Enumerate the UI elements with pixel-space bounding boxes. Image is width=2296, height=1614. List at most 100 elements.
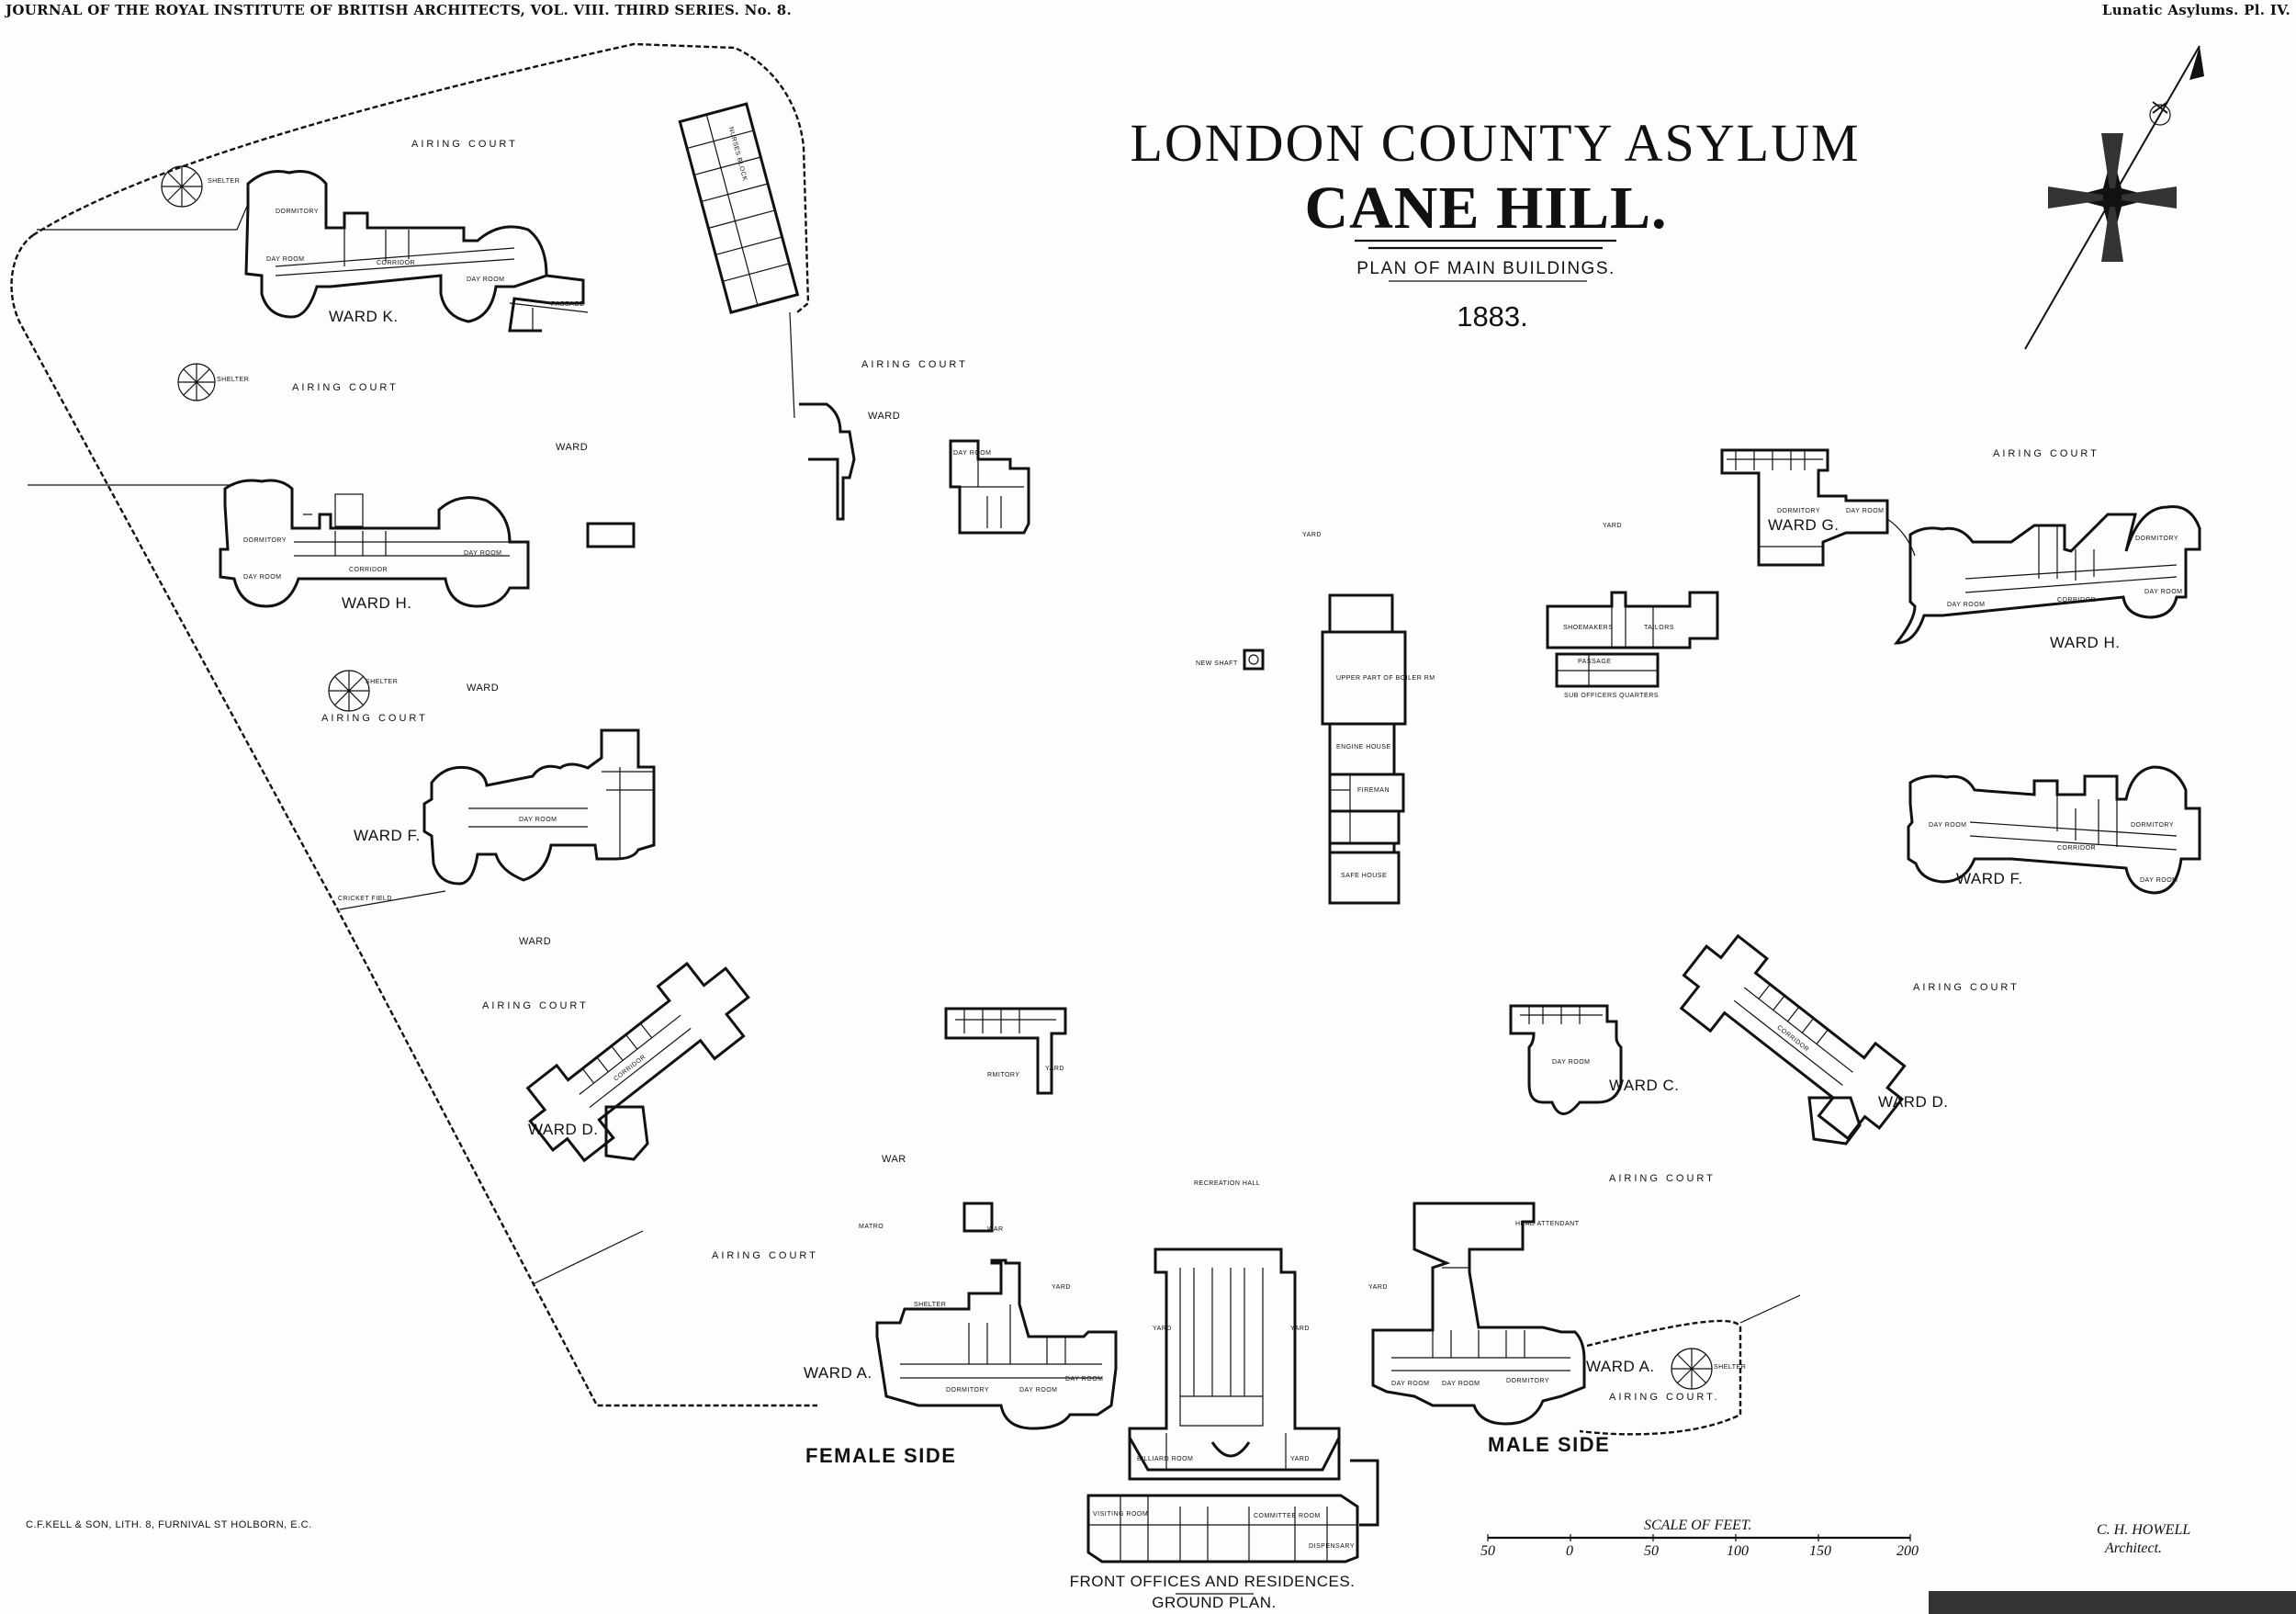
- ward-f-left-label: WARD F.: [354, 827, 421, 844]
- court-label: AIRING COURT: [411, 139, 518, 150]
- room-label: CORRIDOR: [377, 260, 415, 266]
- scale-tick: 200: [1896, 1543, 1919, 1559]
- ward-a-right-label: WARD A.: [1586, 1358, 1655, 1375]
- room-label: RMITORY: [987, 1072, 1020, 1078]
- room-label: CORRIDOR: [2057, 845, 2096, 852]
- ward-d-right-building: CORRIDOR: [1679, 933, 1907, 1141]
- new-shaft-icon: [1243, 649, 1265, 671]
- court-label: AIRING COURT: [712, 1250, 818, 1261]
- room-label: DORMITORY: [243, 537, 287, 544]
- room-label: DORMITORY: [1777, 508, 1820, 514]
- room-label: DORMITORY: [1506, 1378, 1549, 1384]
- room-label: UPPER PART OF BOILER RM: [1336, 675, 1435, 682]
- shelter-label: SHELTER: [366, 679, 398, 685]
- nurses-block-building: NURSES BLOCK: [678, 102, 800, 314]
- ward-fragment-label: WARD: [868, 411, 900, 422]
- room-label: DAY ROOM: [266, 256, 304, 263]
- room-label: DORMITORY: [276, 209, 319, 215]
- court-label: AIRING COURT: [321, 713, 428, 724]
- ward-a-left-label: WARD A.: [804, 1364, 872, 1382]
- court-label: AIRING COURT: [1993, 448, 2099, 459]
- room-label: SAFE HOUSE: [1341, 873, 1387, 879]
- room-label: BILLIARD ROOM: [1137, 1456, 1193, 1462]
- room-label: HEAD ATTENDANT: [1515, 1221, 1580, 1227]
- ward-fragment-label: WAR: [882, 1154, 906, 1165]
- court-label: AIRING COURT: [861, 359, 968, 370]
- court-label: AIRING COURT: [1609, 1173, 1716, 1184]
- room-label: DAY ROOM: [1442, 1381, 1480, 1387]
- ward-h-right-label: WARD H.: [2050, 634, 2121, 651]
- court-label: AIRING COURT: [1913, 982, 2020, 993]
- room-label: CORRIDOR: [349, 567, 388, 573]
- court-divider-6: [1739, 1294, 1801, 1324]
- room-label: DAY ROOM: [519, 817, 557, 823]
- yard-label: YARD: [1368, 1284, 1388, 1291]
- room-label: SHELTER: [914, 1302, 946, 1308]
- room-label: FIREMAN: [1357, 787, 1390, 794]
- court-divider-1: [37, 203, 249, 231]
- ward-d-left-label: WARD D.: [528, 1121, 599, 1138]
- ward-fragment-label: WARD: [467, 683, 499, 694]
- shelter-icon: [328, 670, 370, 712]
- room-label: DAY ROOM: [1065, 1376, 1103, 1383]
- central-wing-fragment: [799, 402, 856, 521]
- court-label: AIRING COURT: [292, 382, 399, 393]
- court-label: AIRING COURT: [482, 1000, 589, 1011]
- compass-rose-icon: [2024, 45, 2204, 350]
- room-label: DAY ROOM: [1391, 1381, 1429, 1387]
- room-label: TAILORS: [1644, 625, 1674, 631]
- room-label: CRICKET FIELD: [338, 896, 392, 902]
- ward-a-right-building: DAY ROOM DAY ROOM DORMITORY HEAD ATTENDA…: [1371, 1202, 1586, 1426]
- north-fence: [32, 42, 810, 313]
- ward-d-right-label: WARD D.: [1878, 1093, 1949, 1111]
- ward-a-left-building: DORMITORY DAY ROOM DAY ROOM SHELTER: [875, 1258, 1118, 1430]
- ward-h-left-building: DORMITORY DAY ROOM CORRIDOR DAY ROOM: [219, 479, 530, 608]
- shelter-label: SHELTER: [217, 377, 249, 383]
- central-wing-fragment: [586, 522, 636, 548]
- room-label: VISITING ROOM: [1093, 1511, 1148, 1518]
- site-boundary-fence: [10, 234, 817, 1407]
- room-label: DAY ROOM: [1019, 1387, 1057, 1394]
- title-year: 1883.: [1457, 300, 1528, 333]
- room-label: DAY ROOM: [243, 574, 281, 581]
- room-label: DAY ROOM: [1552, 1059, 1590, 1066]
- room-label: CORRIDOR: [613, 1054, 647, 1082]
- room-label: PASSAGE: [1578, 659, 1611, 665]
- scan-edge-band: [1929, 1591, 2296, 1614]
- title-line-3: PLAN OF MAIN BUILDINGS.: [1356, 259, 1615, 278]
- front-offices-label: FRONT OFFICES AND RESIDENCES.: [1070, 1573, 1356, 1590]
- boiler-engine-house-building: UPPER PART OF BOILER RM ENGINE HOUSE FIR…: [1321, 593, 1435, 905]
- ward-c-right-label: WARD C.: [1609, 1077, 1680, 1094]
- connector-path: [1886, 518, 1916, 557]
- ground-plan-label: GROUND PLAN.: [1152, 1594, 1276, 1611]
- room-label: ENGINE HOUSE: [1336, 744, 1391, 751]
- ward-k-left-building: DORMITORY DAY ROOM CORRIDOR DAY ROOM PAS…: [244, 170, 589, 333]
- ward-fragment-label: WARD: [519, 936, 551, 947]
- court-label: AIRING COURT.: [1609, 1392, 1720, 1403]
- architect-name: C. H. HOWELL: [2097, 1522, 2190, 1538]
- shelter-icon: [161, 165, 203, 208]
- ward-f-left-building: DAY ROOM: [422, 728, 656, 886]
- scale-bar: [1487, 1534, 1911, 1541]
- workshops-building: SHOEMAKERS TAILORS PASSAGE: [1546, 591, 1719, 688]
- ward-h-right-building: DAY ROOM CORRIDOR DAY ROOM DORMITORY: [1893, 504, 2201, 645]
- ward-g-right-label: WARD G.: [1768, 516, 1839, 534]
- scale-tick: 100: [1727, 1543, 1749, 1559]
- architect-role: Architect.: [2104, 1541, 2162, 1556]
- ward-g-right-building: DORMITORY DAY ROOM: [1720, 448, 1889, 567]
- room-label: SHOEMAKERS: [1563, 625, 1613, 631]
- room-label: YARD: [1290, 1456, 1310, 1462]
- room-label: DORMITORY: [946, 1387, 989, 1394]
- room-label: RECREATION HALL: [1194, 1180, 1260, 1187]
- shelter-icon: [177, 363, 216, 401]
- scale-tick: 150: [1809, 1543, 1831, 1559]
- ward-h-left-label: WARD H.: [342, 594, 412, 612]
- room-label: PASSAGE: [551, 301, 584, 308]
- ward-f-right-building: DAY ROOM CORRIDOR DORMITORY DAY ROOM: [1907, 765, 2201, 895]
- male-side-label: MALE SIDE: [1488, 1433, 1610, 1456]
- court-divider-5: [789, 311, 795, 419]
- plate-number: Lunatic Asylums. Pl. IV.: [2102, 2, 2290, 18]
- title-underline: [1355, 239, 1616, 250]
- room-label: DAY ROOM: [464, 550, 501, 557]
